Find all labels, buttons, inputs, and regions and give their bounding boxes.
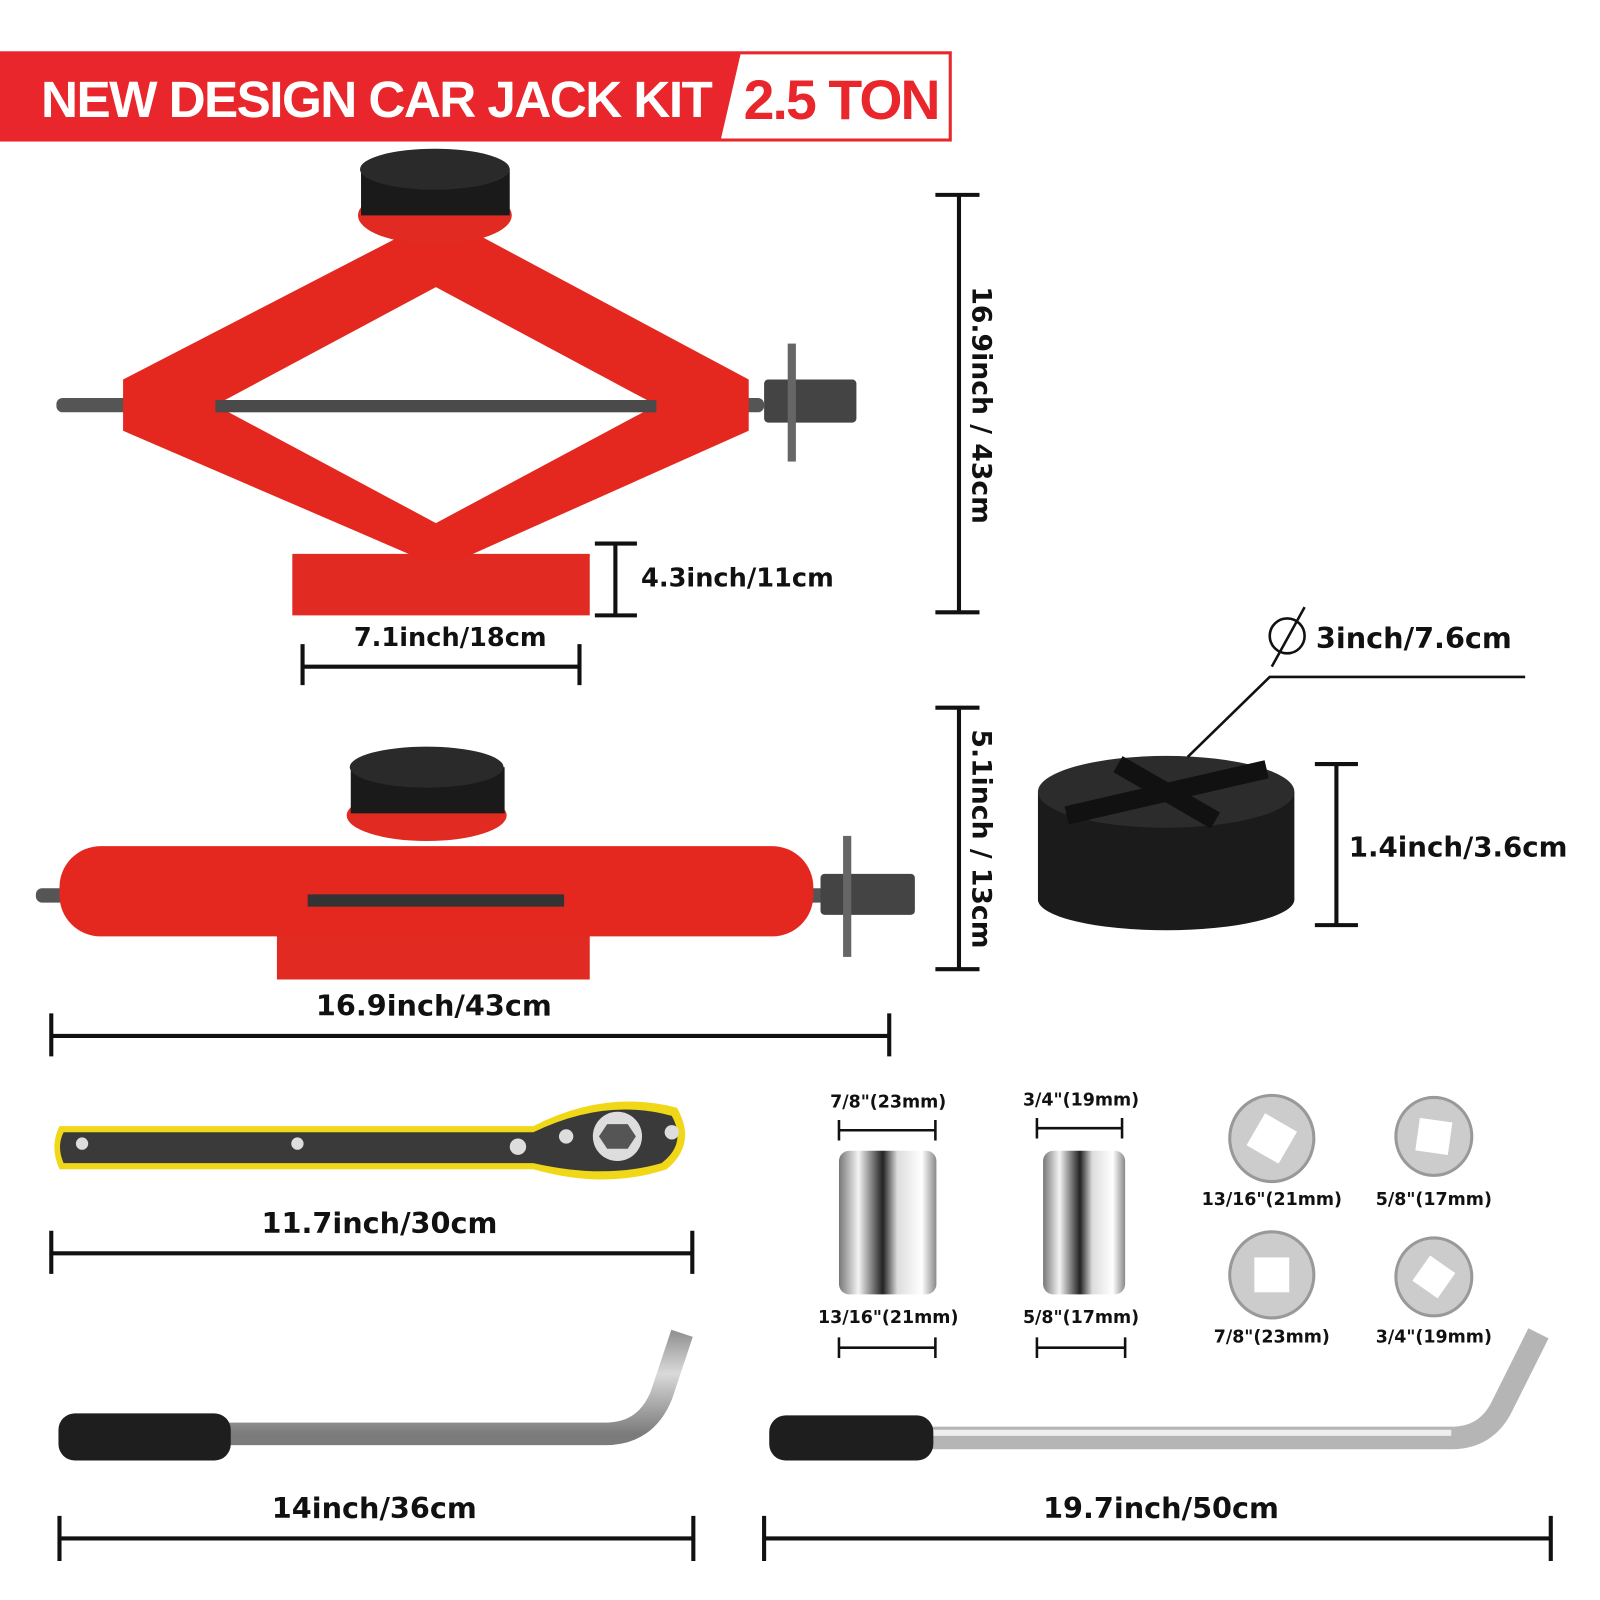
socket-end-label: 13/16"(21mm): [1202, 1190, 1342, 1210]
ratchet-wrench: [54, 1101, 686, 1180]
lug-wrench-short: [58, 1329, 693, 1461]
ratchet-length-label: 11.7inch/30cm: [262, 1206, 498, 1240]
base-height-dimension: 4.3inch/11cm: [594, 541, 834, 618]
banner-title: NEW DESIGN CAR JACK KIT: [41, 71, 713, 128]
socket-end-19mm: [1394, 1236, 1474, 1318]
short-wrench-length-label: 14inch/36cm: [272, 1491, 477, 1525]
socket-small: 3/4"(19mm) 5/8"(17mm): [1023, 1091, 1139, 1358]
socket-small-top-label: 3/4"(19mm): [1023, 1091, 1139, 1111]
socket-end-label: 7/8"(23mm): [1214, 1328, 1330, 1348]
socket-end-23mm: [1228, 1230, 1316, 1320]
lug-wrench-long: [769, 1328, 1549, 1461]
pad-diameter-label: 3inch/7.6cm: [1316, 621, 1512, 655]
base-width-dimension: 7.1inch/18cm: [300, 623, 582, 686]
lowered-height-dimension: 5.1inch / 13cm: [935, 705, 996, 972]
base-width-label: 7.1inch/18cm: [354, 623, 547, 653]
socket-end-label: 3/4"(19mm): [1376, 1328, 1492, 1348]
ratchet-length-dimension: 11.7inch/30cm: [49, 1206, 695, 1274]
scissor-jack-raised: [56, 148, 857, 616]
scissor-jack-lowered: [35, 746, 915, 980]
socket-large-top-label: 7/8"(23mm): [830, 1093, 946, 1113]
socket-small-bottom-label: 5/8"(17mm): [1023, 1308, 1139, 1328]
lowered-length-label: 16.9inch/43cm: [316, 988, 552, 1022]
socket-end-21mm: [1228, 1093, 1316, 1184]
pad-diameter-dimension: 3inch/7.6cm: [1186, 606, 1526, 758]
socket-end-views: 13/16"(21mm) 5/8"(17mm) 7/8"(23mm) 3/4"(…: [1202, 1093, 1492, 1348]
header-banner: NEW DESIGN CAR JACK KIT 2.5 TON: [0, 51, 952, 142]
lowered-height-label: 5.1inch / 13cm: [965, 729, 996, 948]
socket-end-label: 5/8"(17mm): [1376, 1190, 1492, 1210]
height-dimension: 16.9inch / 43cm: [935, 192, 996, 615]
socket-large: 7/8"(23mm) 13/16"(21mm): [818, 1093, 958, 1358]
socket-large-bottom-label: 13/16"(21mm): [818, 1308, 958, 1328]
long-wrench-length-label: 19.7inch/50cm: [1043, 1491, 1279, 1525]
raised-height-label: 16.9inch / 43cm: [965, 286, 996, 524]
rubber-pad: [1037, 755, 1295, 931]
pad-height-label: 1.4inch/3.6cm: [1349, 830, 1568, 863]
socket-end-17mm: [1394, 1095, 1474, 1177]
pad-height-dimension: 1.4inch/3.6cm: [1314, 762, 1568, 928]
long-wrench-length-dimension: 19.7inch/50cm: [762, 1491, 1553, 1562]
base-height-label: 4.3inch/11cm: [641, 564, 834, 594]
short-wrench-length-dimension: 14inch/36cm: [57, 1491, 696, 1562]
length-dimension: 16.9inch/43cm: [49, 988, 892, 1057]
capacity-label: 2.5 TON: [744, 69, 941, 131]
